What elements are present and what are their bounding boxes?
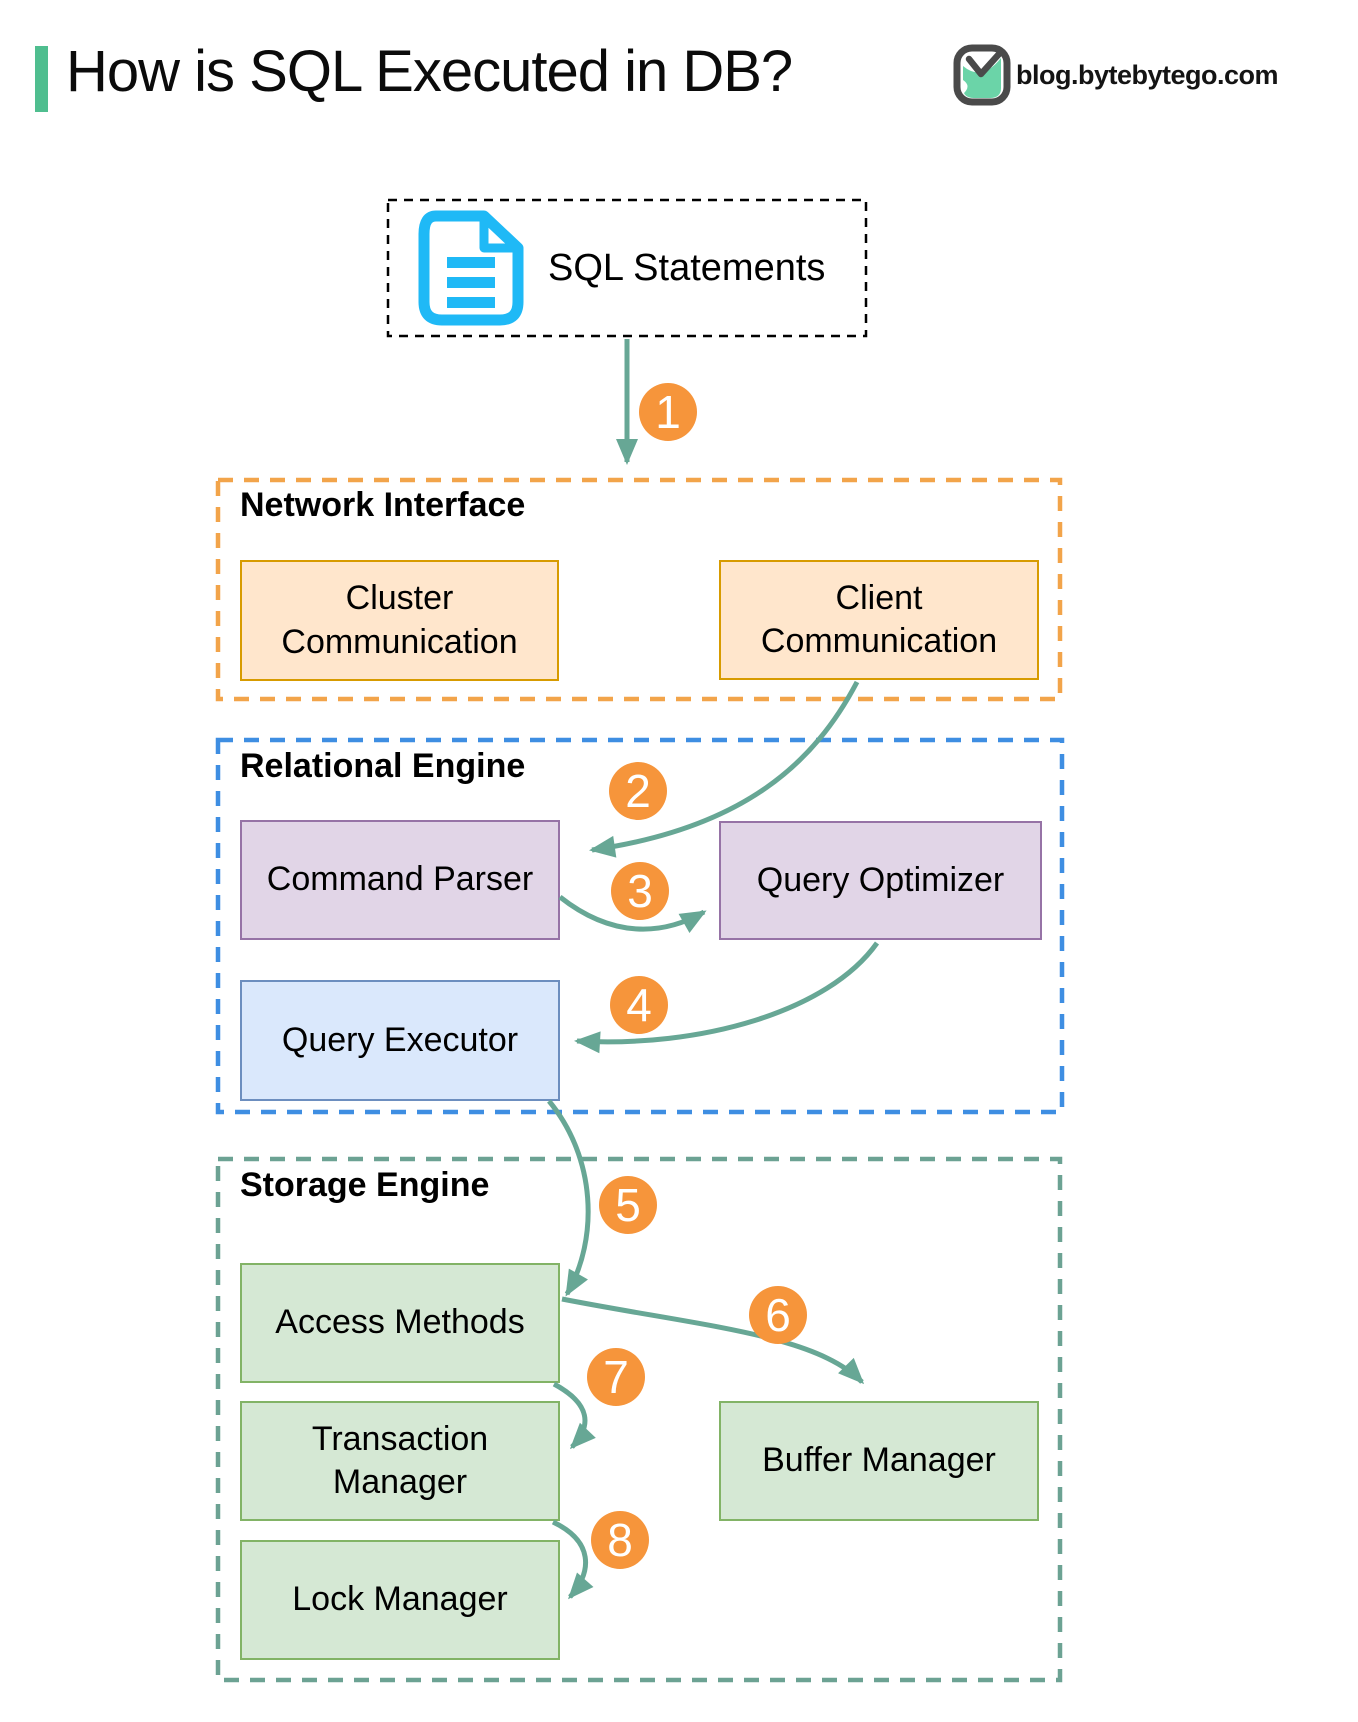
brand: blog.bytebytego.com <box>952 44 1279 106</box>
node-lock-manager: Lock Manager <box>240 1540 560 1660</box>
node-client-communication: Client Communication <box>719 560 1039 680</box>
arrow-6-access-to-buffer <box>561 1296 865 1385</box>
document-icon <box>418 210 524 326</box>
step-badge-2: 2 <box>609 762 667 820</box>
page-title: How is SQL Executed in DB? <box>66 39 793 104</box>
svg-text:5: 5 <box>615 1179 641 1231</box>
node-buffer-manager: Buffer Manager <box>719 1401 1039 1521</box>
step-badge-6: 6 <box>749 1286 807 1344</box>
section-label-relational-engine: Relational Engine <box>240 747 526 785</box>
brand-site-text: blog.bytebytego.com <box>1016 59 1279 90</box>
node-command-parser: Command Parser <box>240 820 560 940</box>
step-badge-7: 7 <box>587 1348 645 1406</box>
bytebytego-logo-icon <box>953 44 1011 106</box>
step-badge-1: 1 <box>639 383 697 441</box>
section-label-storage-engine: Storage Engine <box>240 1166 490 1204</box>
svg-text:3: 3 <box>627 865 653 917</box>
step-badge-3: 3 <box>611 862 669 920</box>
node-cluster-communication: Cluster Communication <box>240 560 559 681</box>
step-badge-5: 5 <box>599 1176 657 1234</box>
step-badge-8: 8 <box>591 1511 649 1569</box>
svg-text:8: 8 <box>607 1514 633 1566</box>
section-label-network-interface: Network Interface <box>240 486 526 524</box>
sql-statements-label: SQL Statements <box>548 246 826 289</box>
step-badge-4: 4 <box>610 976 668 1034</box>
node-query-optimizer: Query Optimizer <box>719 821 1042 940</box>
svg-text:4: 4 <box>626 979 652 1031</box>
node-access-methods: Access Methods <box>240 1263 560 1383</box>
arrow-3-parser-to-optimizer <box>558 895 707 933</box>
svg-text:2: 2 <box>625 765 651 817</box>
svg-text:7: 7 <box>603 1351 629 1403</box>
title-accent-bar <box>35 46 48 112</box>
svg-text:1: 1 <box>655 386 681 438</box>
node-transaction-manager: Transaction Manager <box>240 1401 560 1521</box>
arrow-4-optimizer-to-executor <box>574 941 880 1054</box>
node-query-executor: Query Executor <box>240 980 560 1101</box>
svg-text:6: 6 <box>765 1289 791 1341</box>
